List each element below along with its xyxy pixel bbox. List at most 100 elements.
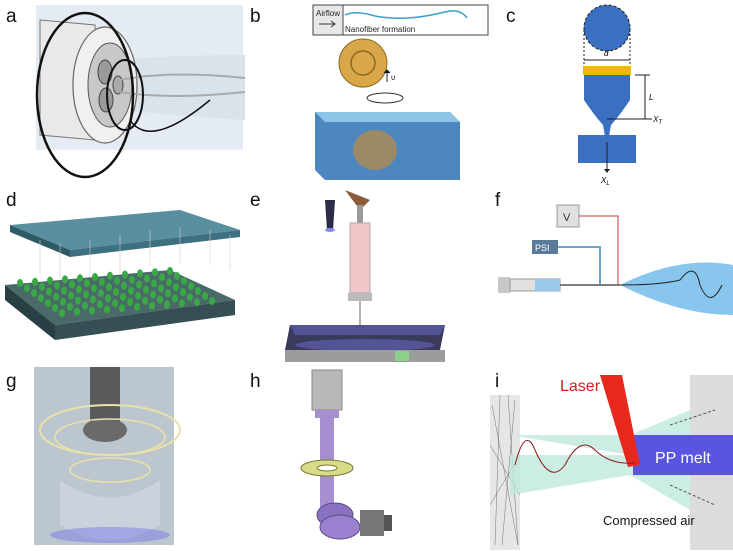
needle-tip — [174, 272, 180, 280]
needle-tip — [89, 306, 95, 315]
compressed-air-label: Compressed air — [603, 513, 695, 528]
needle-tip — [62, 275, 68, 284]
needle-tip — [144, 274, 150, 283]
l-label: L — [649, 93, 653, 102]
needle-tip — [77, 274, 83, 283]
needle-tip — [120, 293, 126, 301]
needle-tip — [24, 284, 30, 292]
panel-label-g: g — [6, 371, 17, 392]
needle-tip — [67, 302, 73, 311]
panel-label-b: b — [250, 6, 261, 27]
taylor-cone-schematic: d L XT XL — [578, 4, 663, 185]
panel-label-a: a — [6, 6, 17, 27]
needle-tip — [32, 277, 38, 286]
needle-tip — [46, 287, 52, 296]
needle-tip — [47, 276, 53, 285]
needle-tip — [166, 278, 172, 287]
laser-melt-blowing-illustration: Laser PP melt Compressed air — [490, 375, 733, 550]
needle-tip — [59, 309, 65, 317]
panel-label-e: e — [250, 190, 261, 211]
needle-tip — [107, 271, 113, 280]
needle-tip — [69, 280, 75, 289]
needle-tip — [137, 269, 143, 278]
voltage-box-label: V — [563, 212, 571, 224]
needle-tip — [158, 284, 164, 293]
needle-tip — [172, 294, 178, 303]
needle-tip — [68, 291, 74, 300]
xt-label: XT — [652, 115, 663, 126]
needle-tip — [60, 297, 66, 306]
needle-tip — [38, 294, 44, 302]
solution-blow-spinning-illustration: Airflow Nanofiber formation υ — [312, 4, 489, 180]
needle-tip — [152, 268, 158, 277]
panel-i: i Laser PP melt Compressed air — [490, 365, 733, 551]
needle-tip — [84, 279, 90, 288]
panel-c: c d L XT XL — [490, 0, 733, 185]
needle-tip — [202, 292, 208, 300]
needle-tip — [149, 301, 155, 310]
needle-tip — [142, 296, 148, 305]
needle-tip — [134, 303, 140, 311]
needle-tip — [53, 292, 59, 301]
panel-b: b Airflow Nanofiber formation υ — [245, 0, 490, 185]
pp-melt-label: PP melt — [655, 450, 711, 467]
needle-tip — [194, 298, 200, 307]
needle-tip — [106, 283, 112, 291]
needle-tip — [90, 295, 96, 304]
needle-tip — [74, 307, 80, 316]
needle-tip — [17, 279, 23, 287]
needle-tip — [150, 290, 156, 299]
needle-tip — [114, 276, 120, 285]
needle-tip — [151, 279, 157, 288]
needle-tip — [127, 298, 133, 306]
needle-tip — [164, 300, 170, 309]
magnetospinning-illustration — [300, 369, 392, 540]
needle-tip — [159, 273, 165, 282]
needle-tip — [195, 287, 201, 295]
nanofiber-formation-label: Nanofiber formation — [345, 25, 415, 34]
needle-tip — [52, 304, 58, 312]
needle-tip — [31, 289, 37, 297]
panel-f: f V PSI — [490, 185, 733, 365]
needle-tip — [98, 289, 104, 298]
panel-a: a — [0, 0, 245, 185]
needle-tip — [97, 300, 103, 309]
panel-label-f: f — [495, 190, 501, 211]
needle-tip — [76, 285, 82, 294]
needle-tip — [121, 281, 127, 290]
pressurized-gyration-illustration: V PSI — [498, 204, 733, 315]
psi-label: PSI — [535, 243, 550, 253]
needle-tip — [181, 277, 187, 285]
airflow-label: Airflow — [316, 9, 340, 18]
centrifugal-spinning-illustration — [34, 367, 181, 545]
needle-tip — [143, 285, 149, 294]
needle-tip — [75, 296, 81, 305]
needle-tip — [122, 270, 128, 279]
panel-label-d: d — [6, 190, 17, 211]
panel-g: g — [0, 365, 245, 551]
d-label: d — [604, 49, 609, 58]
uv-electrospinning-illustration — [285, 190, 445, 362]
needle-tip — [99, 278, 105, 286]
needle-tip — [129, 275, 135, 284]
needle-tip — [54, 281, 60, 290]
needle-tip — [83, 290, 89, 299]
needle-array-electrospinning-illustration — [5, 210, 240, 340]
needle-tip — [112, 299, 118, 308]
needle-tip — [179, 299, 185, 308]
panel-d: d — [0, 185, 245, 365]
needle-tip — [209, 297, 215, 305]
needle-tip — [82, 301, 88, 310]
panel-e: e — [245, 185, 490, 365]
needle-tip — [136, 280, 142, 289]
needle-tip — [128, 286, 134, 295]
panel-label-c: c — [506, 6, 516, 27]
needle-tip — [92, 273, 98, 281]
laser-label: Laser — [560, 378, 601, 395]
panel-label-i: i — [495, 371, 500, 392]
needle-tip — [187, 293, 193, 302]
airblast-nozzle-illustration — [35, 5, 245, 179]
needle-tip — [157, 295, 163, 304]
needle-tip — [119, 304, 125, 313]
needle-tip — [91, 284, 97, 293]
